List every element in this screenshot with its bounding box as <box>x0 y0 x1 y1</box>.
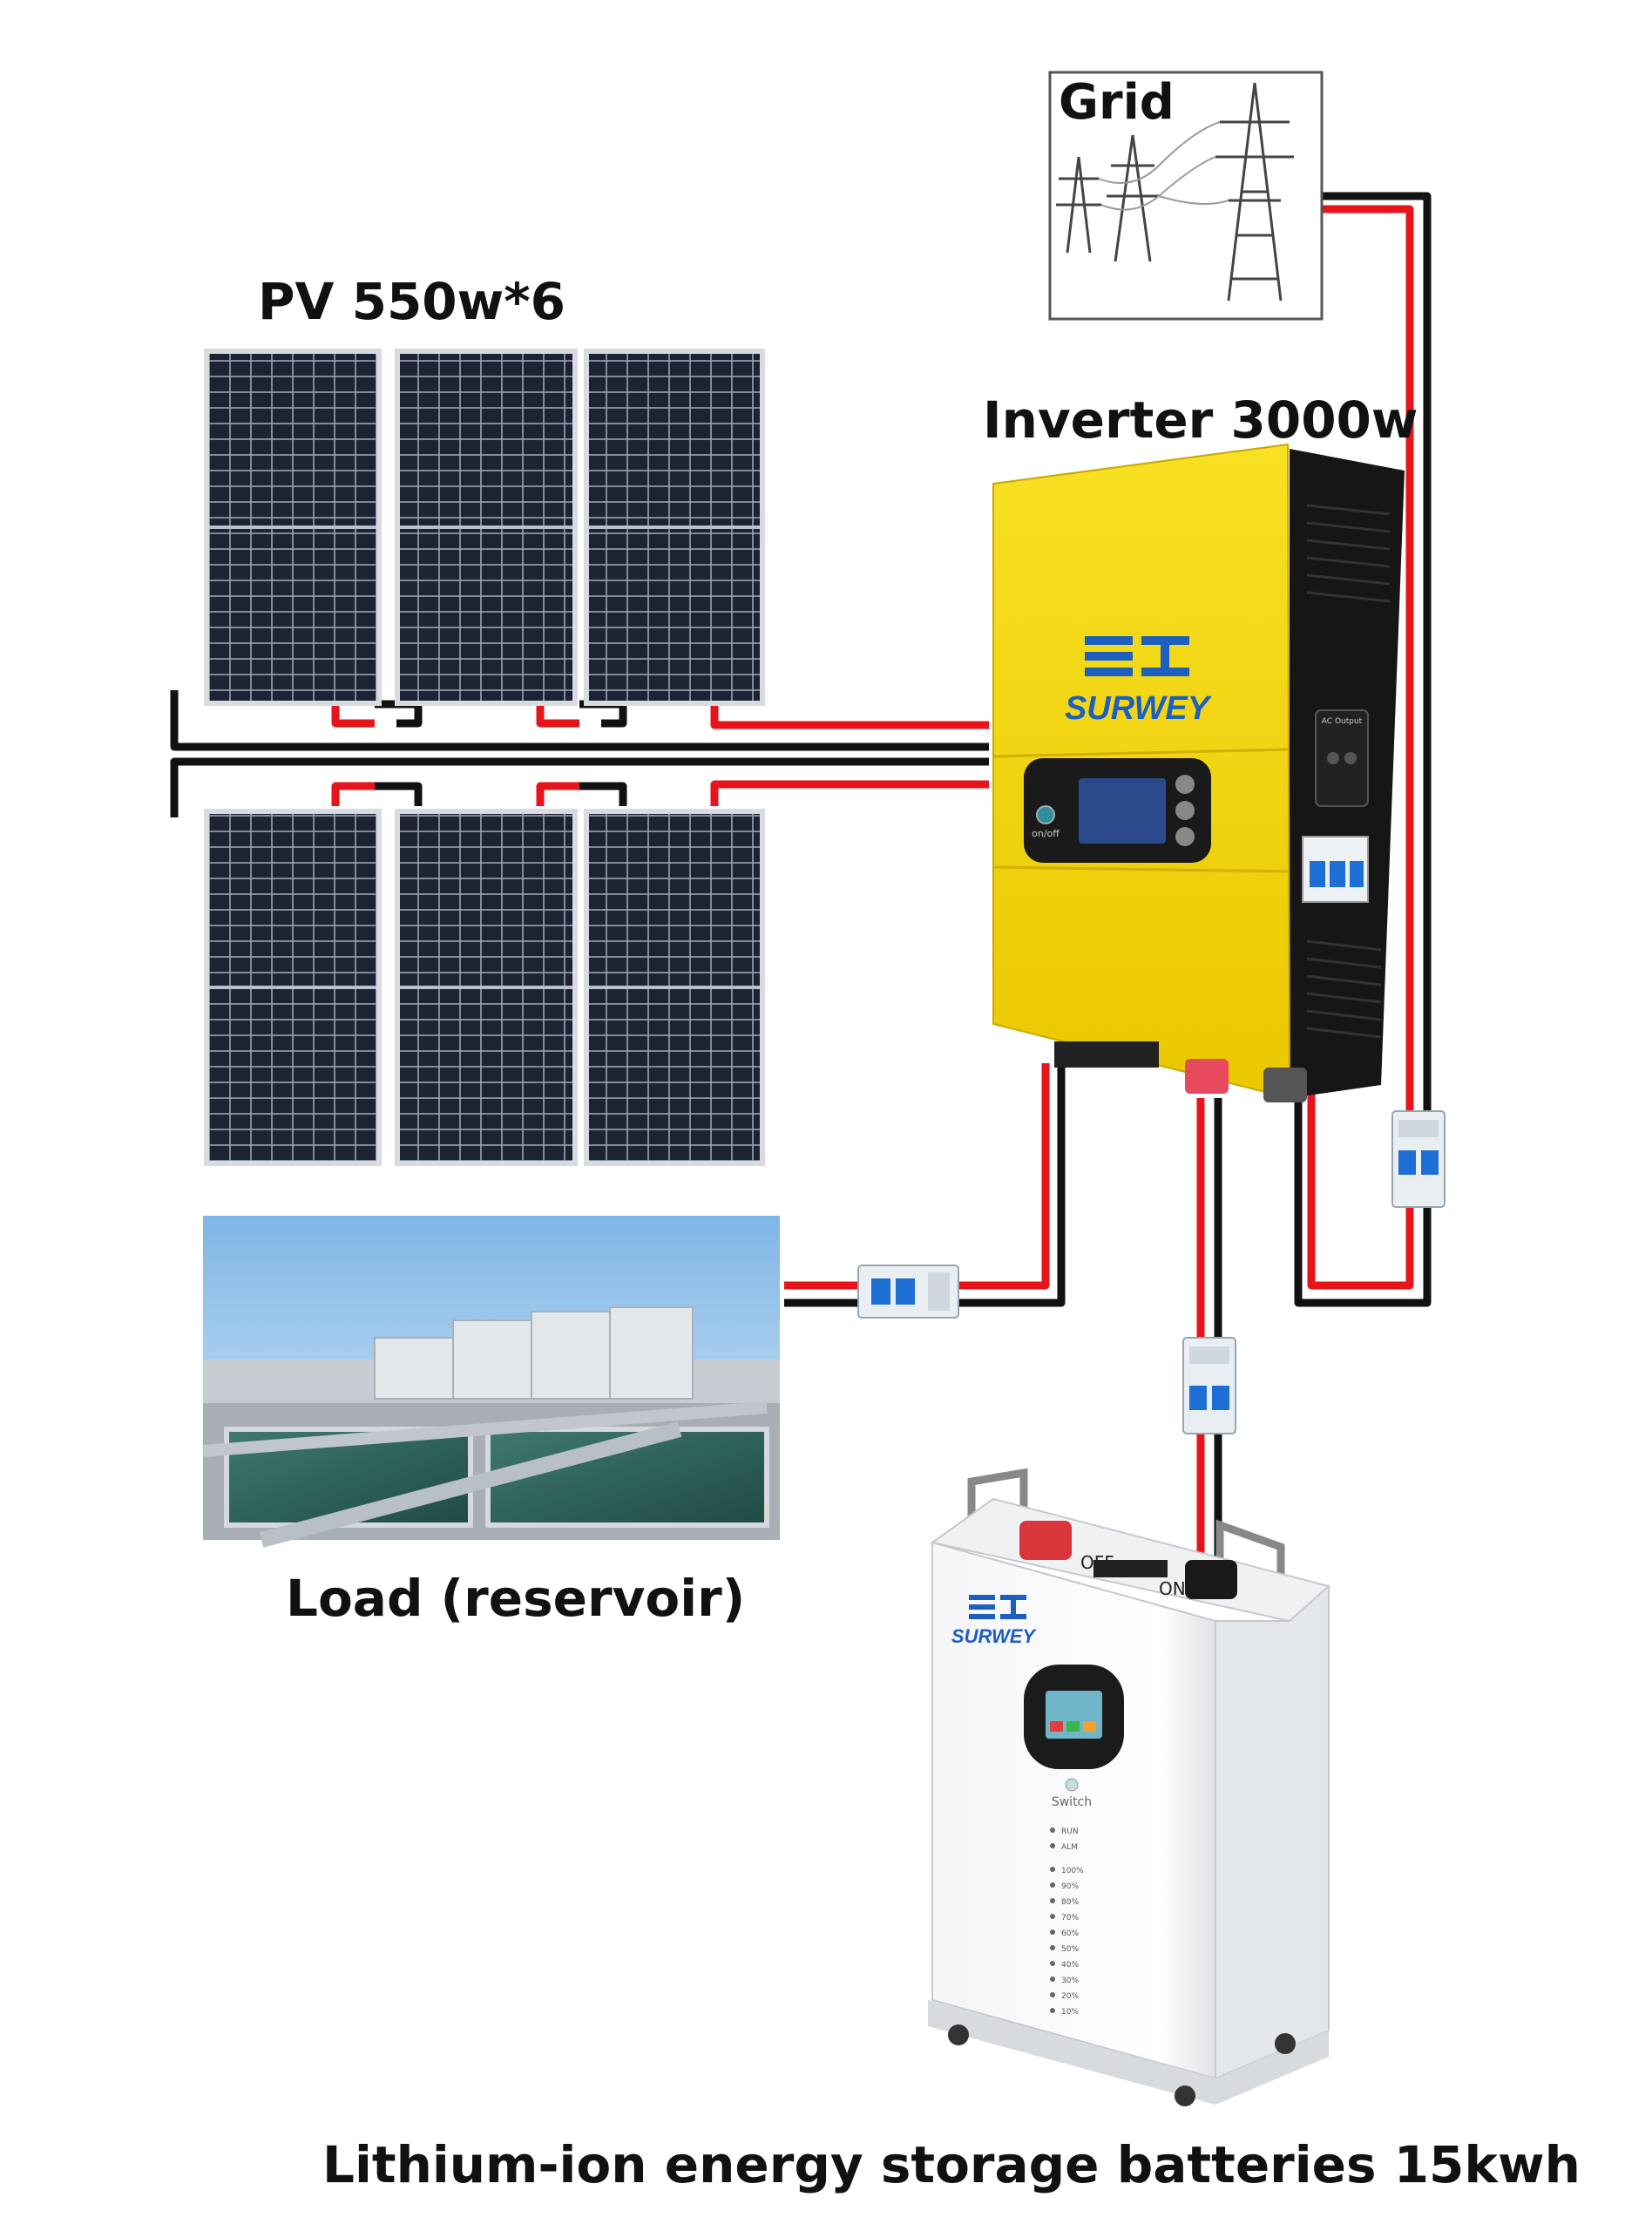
battery-on-label: ON <box>1159 1578 1186 1599</box>
inverter-button[interactable] <box>1175 827 1195 846</box>
pv-top-neg-link-2 <box>579 700 627 728</box>
battery-wheel <box>1175 2085 1195 2106</box>
power-lines <box>1098 121 1229 211</box>
soc-level-label: 80% <box>1061 1898 1079 1907</box>
power-tower-icon <box>1056 82 1294 302</box>
battery-handle <box>967 1468 1028 1516</box>
inverter: AC Output SURWEY on/off <box>992 443 1405 1102</box>
pv-bottom-positive-wire <box>710 780 989 806</box>
pv-label: PV 550w*6 <box>258 272 565 331</box>
pv-top-neg-link-1 <box>375 700 423 728</box>
inverter-negative-terminal <box>1263 1068 1307 1102</box>
pv-panel <box>584 349 765 706</box>
soc-level-label: 100% <box>1061 1867 1084 1875</box>
grid-breaker[interactable] <box>1391 1110 1446 1208</box>
pv-panel <box>584 809 765 1166</box>
pv-bottom-pos-link-2 <box>536 782 579 806</box>
battery-switch-label: Switch <box>1052 1795 1092 1809</box>
inverter-positive-terminal <box>1185 1059 1229 1094</box>
soc-level-label: 50% <box>1061 1945 1079 1954</box>
soc-level-label: 70% <box>1061 1914 1079 1922</box>
battery-alm-label: ALM <box>1061 1843 1078 1852</box>
battery-positive-terminal <box>1019 1521 1072 1560</box>
battery-breaker[interactable] <box>1182 1337 1236 1434</box>
pv-panel <box>204 349 382 706</box>
surwey-logo-icon <box>969 1595 1026 1619</box>
pv-array <box>204 349 765 1166</box>
battery-handle <box>1215 1519 1285 1577</box>
battery-wheel <box>1275 2033 1296 2054</box>
pv-bottom-neg-link-2 <box>579 782 627 806</box>
battery-wheel <box>948 2024 969 2045</box>
load-positive-wire <box>958 1063 1050 1290</box>
inverter-brand: SURWEY <box>1065 690 1213 727</box>
pv-top-pos-link-2 <box>536 704 579 728</box>
battery-off-label: OFF <box>1080 1552 1114 1573</box>
grid-positive-wire <box>1320 205 1414 1111</box>
grid-illustration <box>1048 71 1324 321</box>
surwey-logo-icon <box>1085 636 1189 676</box>
pv-bottom-neg-link-1 <box>375 782 423 806</box>
pv-panel <box>395 349 578 706</box>
pv-top-negative-wire <box>170 690 989 751</box>
battery-negative-terminal <box>1185 1560 1237 1599</box>
pv-top-positive-wire <box>710 704 989 729</box>
battery-run-label: RUN <box>1061 1828 1079 1836</box>
soc-level-label: 20% <box>1061 1992 1079 2001</box>
pv-bottom-pos-link-1 <box>331 782 375 806</box>
battery-unit: OFF ON SURWEY Switch RUN ALM 100% 90% 80… <box>928 1468 1331 2106</box>
grid-negative-wire <box>1320 192 1432 1111</box>
battery-brand: SURWEY <box>951 1625 1037 1647</box>
soc-level-label: 60% <box>1061 1929 1079 1938</box>
pv-top-pos-link-1 <box>331 704 375 728</box>
soc-level-label: 30% <box>1061 1977 1079 1985</box>
soc-level-label: 90% <box>1061 1882 1079 1891</box>
wiring <box>170 192 1432 1569</box>
battery-switch-button[interactable] <box>1065 1778 1079 1792</box>
inverter-button[interactable] <box>1175 801 1195 820</box>
load-breaker[interactable] <box>857 1265 959 1319</box>
grid-breaker-negative-wire <box>1294 1089 1432 1307</box>
inverter-label: Inverter 3000w <box>983 390 1418 450</box>
load-negative-wire <box>958 1063 1066 1307</box>
ac-output-label: AC Output <box>1322 717 1363 726</box>
inverter-lcd-screen <box>1079 778 1166 844</box>
inverter-button[interactable] <box>1175 775 1195 794</box>
soc-level-label: 10% <box>1061 2008 1079 2017</box>
load-label: Load (reservoir) <box>286 1569 746 1628</box>
grid-breaker-positive-wire <box>1307 1089 1414 1290</box>
pv-bottom-negative-wire <box>170 757 989 817</box>
pv-panel <box>395 809 578 1166</box>
power-button-label: on/off <box>1032 828 1060 839</box>
soc-level-label: 40% <box>1061 1961 1079 1970</box>
pv-panel <box>204 809 382 1166</box>
ac-output-socket <box>1315 709 1369 807</box>
grid-label: Grid <box>1059 74 1175 131</box>
load-reservoir-image <box>202 1216 780 1548</box>
battery-label: Lithium-ion energy storage batteries 15k… <box>322 2135 1581 2194</box>
power-button-icon[interactable] <box>1036 805 1055 824</box>
